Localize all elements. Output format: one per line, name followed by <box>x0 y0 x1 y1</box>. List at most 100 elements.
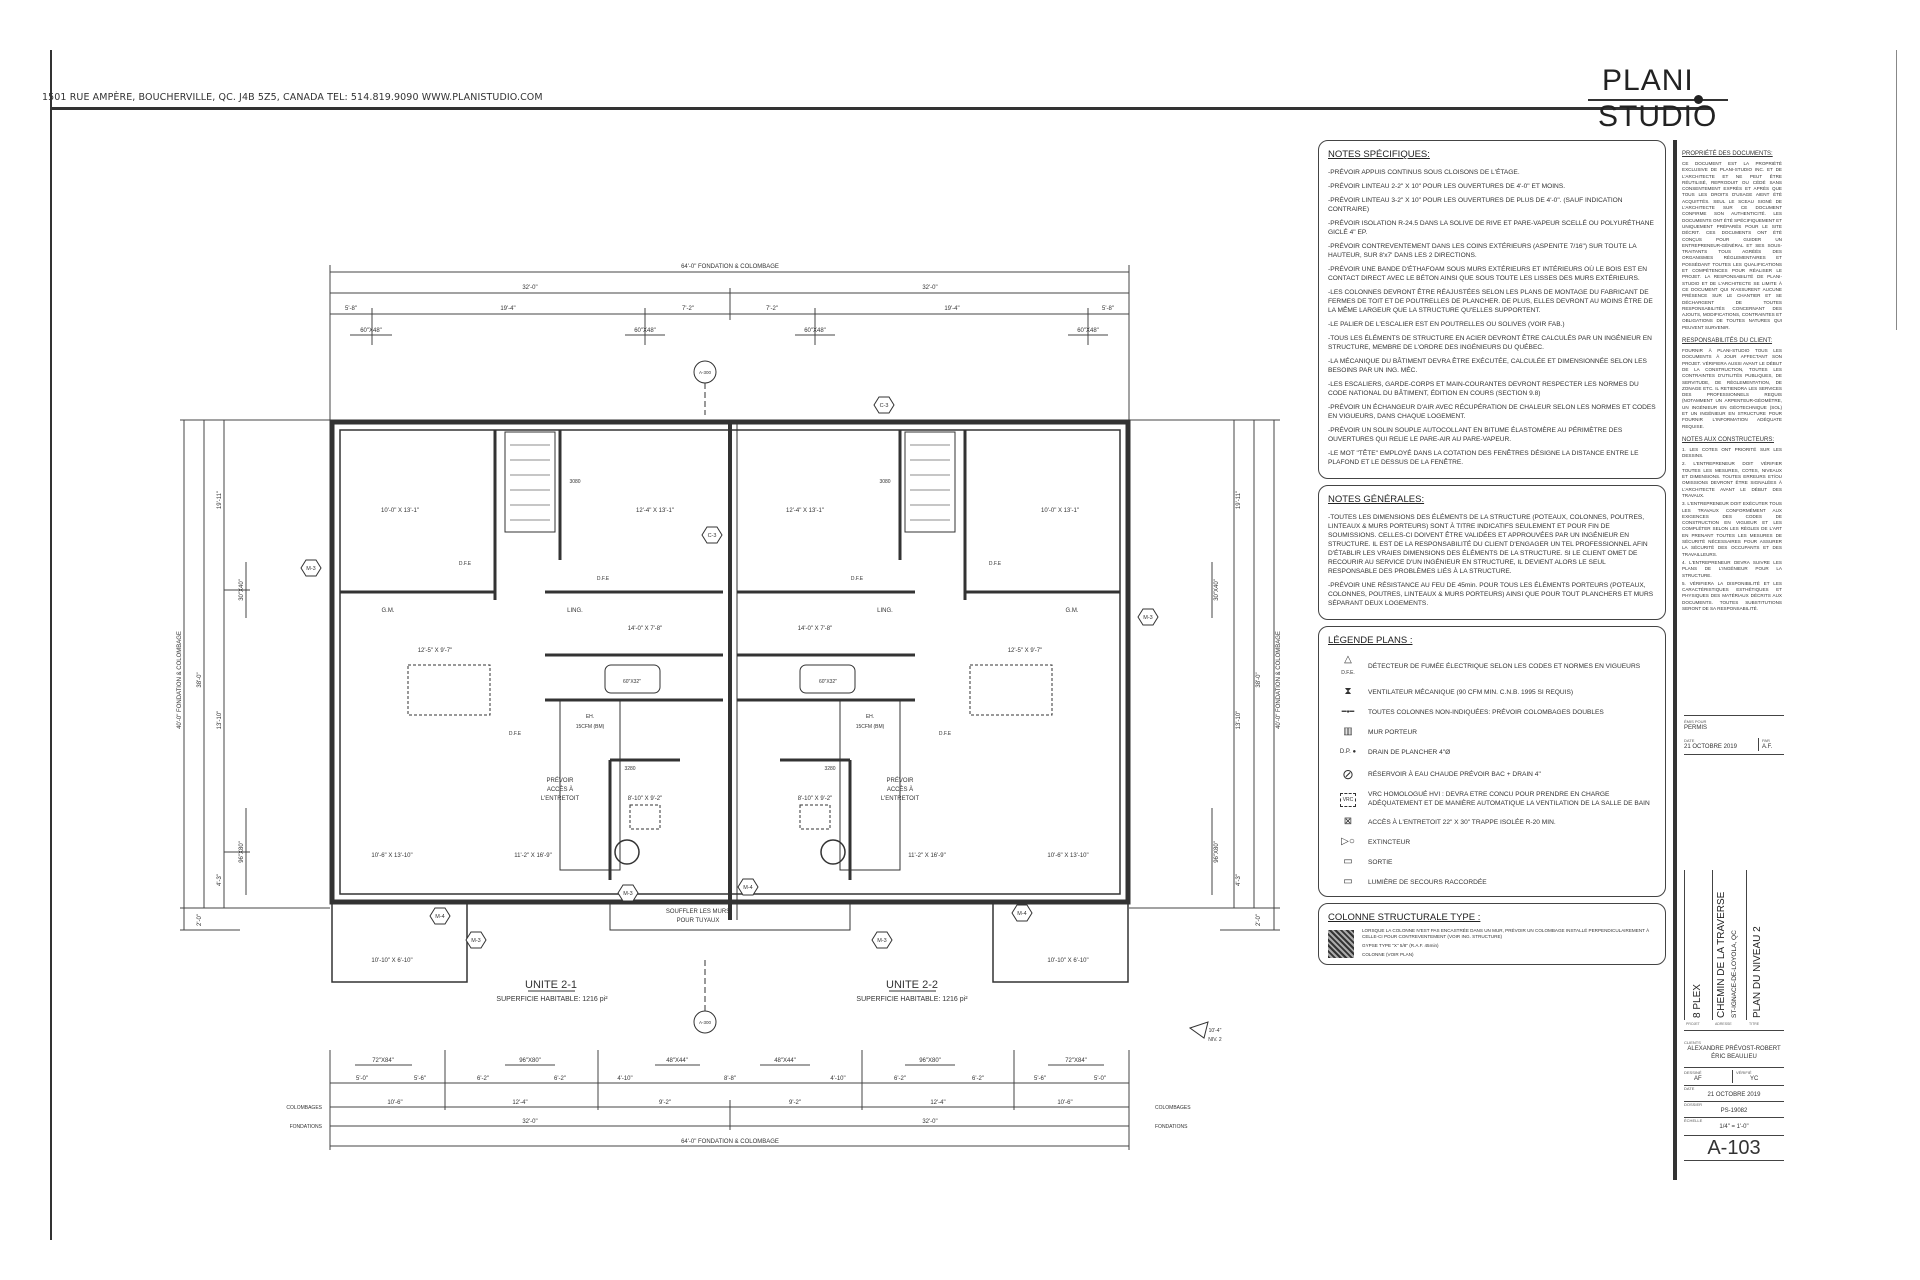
dim-top-window: 60"X48" <box>1077 328 1099 334</box>
water-heater-icon: ⊘ <box>1342 766 1354 782</box>
colonne-structurale-panel: COLONNE STRUCTURALE TYPE : LORSQUE LA CO… <box>1318 903 1666 965</box>
extinguisher-icon: ▷○ <box>1341 836 1355 847</box>
project-vertical-block: 8 PLEX CHEMIN DE LA TRAVERSE ST-IGNACE-D… <box>1684 870 1784 1032</box>
legend-item: ▥MUR PORTEUR <box>1328 726 1656 738</box>
verifie-value: YC <box>1750 1076 1759 1082</box>
dim-colombage: 10'-6" <box>1057 1100 1072 1106</box>
legend-title: LÉGENDE PLANS : <box>1328 635 1413 646</box>
dim-side-seg-right: 13'-10" <box>1236 711 1242 730</box>
note-item: -LES COLONNES DEVRONT ÊTRE RÉAJUSTÉES SE… <box>1328 289 1653 314</box>
emis-value: PERMIS <box>1684 725 1708 731</box>
dim-bottom-seg: 4'-10" <box>830 1076 845 1082</box>
dim-side-main-right: 38'-0" <box>1256 672 1262 687</box>
dim-top-seg: 19'-4" <box>500 306 515 312</box>
svg-text:C-3: C-3 <box>880 403 889 409</box>
dim-side-seg: 19'-11" <box>217 491 223 509</box>
dim-colombage: 12'-4" <box>512 1100 527 1106</box>
legend-item: ⧗VENTILATEUR MÉCANIQUE (90 CFM MIN. C.N.… <box>1328 686 1656 698</box>
room-dim: 10'-6" X 13'-10" <box>1047 853 1088 859</box>
dim-bottom-seg: 5'-0" <box>356 1076 368 1082</box>
level-name: NIV. 2 <box>1208 1037 1222 1043</box>
clients-label: CLIENTS <box>1684 1040 1701 1045</box>
dim-bottom-seg: 5'-6" <box>414 1076 426 1082</box>
notes-generales-title: NOTES GÉNÉRALES: <box>1328 494 1425 505</box>
row-label-fondations-right: FONDATIONS <box>1155 1124 1188 1130</box>
wall-tag: M-4 <box>1011 904 1033 922</box>
row-label-colombages: COLOMBAGES <box>286 1105 322 1111</box>
label-gm: G.M. <box>1066 608 1079 614</box>
legend-panel: LÉGENDE PLANS : △D.F.E.DÉTECTEUR DE FUMÉ… <box>1318 626 1666 897</box>
room-dim: 8'-10" X 9'-2" <box>798 796 833 802</box>
date2-label: DATE <box>1684 1086 1695 1091</box>
dim-top-seg: 7'-2" <box>682 306 694 312</box>
room-dim: 10'-10" X 6'-10" <box>1047 958 1088 964</box>
dim-top-half-left: 32'-0" <box>522 285 537 291</box>
propriete-text: CE DOCUMENT EST LA PROPRIÉTÉ EXCLUSIVE D… <box>1682 161 1782 330</box>
attic-note: ACCÈS À <box>887 786 913 793</box>
note-item: -LES ESCALIERS, GARDE-CORPS ET MAIN-COUR… <box>1328 381 1639 397</box>
room-dim: 12'-4" X 13'-1" <box>786 508 824 514</box>
wall-tag: M-3 <box>1137 608 1159 626</box>
label-dfe: D.F.E <box>851 576 864 582</box>
column-section-icon <box>1328 930 1354 958</box>
dim-side-seg: 4'-3" <box>217 874 223 886</box>
svg-text:M-4: M-4 <box>743 885 752 891</box>
smoke-detector-icon: △D.F.E. <box>1341 654 1355 676</box>
svg-text:C-3: C-3 <box>708 533 717 539</box>
note-item: -PRÉVOIR CONTREVENTEMENT DANS LES COINS … <box>1328 243 1637 259</box>
dim-side-window: 30"X40" <box>239 579 245 601</box>
svg-text:M-3: M-3 <box>471 938 480 944</box>
wall-tag: M-3 <box>300 559 322 577</box>
dim-side-seg: 13'-10" <box>217 711 223 730</box>
section-marker-label: A-300 <box>699 1020 712 1025</box>
dim-side-window-right: 96"X80" <box>1214 841 1220 863</box>
sheet-right-border <box>1896 50 1897 330</box>
label-tub: 60"X32" <box>623 679 641 685</box>
svg-text:M-3: M-3 <box>1143 615 1152 621</box>
emis-label: ÉMIS POUR <box>1684 719 1707 724</box>
column-icon: ━▪━ <box>1341 707 1355 716</box>
wall-tag: C-3 <box>873 396 895 414</box>
room-dim: 12'-5" X 9'-7" <box>418 648 453 654</box>
dim-side-window: 96"X80" <box>239 841 245 863</box>
label-tub: 60"X32" <box>819 679 837 685</box>
wall-tag: M-3 <box>617 884 639 902</box>
dim-bottom-overall: 64'-0" FONDATION & COLOMBAGE <box>681 1139 779 1145</box>
dim-side-overall-right: 40'-0" FONDATION & COLOMBAGE <box>1276 631 1282 729</box>
constructeurs-item: 5. VÉRIFIERA LA DISPONIBILITÉ ET LES CAR… <box>1682 580 1782 611</box>
note-item: -PRÉVOIR APPUIS CONTINUS SOUS CLOISONS D… <box>1328 169 1520 176</box>
dim-colombage: 10'-6" <box>387 1100 402 1106</box>
label-dfe: D.F.E <box>509 731 522 737</box>
title-block-lower: CLIENTS ALEXANDRE PRÉVOST-ROBERT ÉRIC BE… <box>1684 1040 1784 1161</box>
unit-title-2-1: UNITE 2-1 <box>525 979 577 991</box>
logo-line-2: STUDIO <box>1598 100 1718 133</box>
label-door: 3080 <box>879 479 890 485</box>
blow-walls-note: SOUFFLER LES MURS <box>666 909 730 915</box>
exit-icon: ▭ <box>1343 856 1353 867</box>
dim-bottom-window: 72"X84" <box>372 1058 394 1064</box>
dim-bottom-seg: 8'-8" <box>724 1076 736 1082</box>
notes-specifiques-title: NOTES SPÉCIFIQUES: <box>1328 149 1430 160</box>
dim-colombage: 9'-2" <box>789 1100 801 1106</box>
emergency-light-icon: ▭ <box>1343 876 1353 887</box>
legend-item: △D.F.E.DÉTECTEUR DE FUMÉE ÉLECTRIQUE SEL… <box>1328 654 1656 678</box>
note-item: -LA MÉCANIQUE DU BÂTIMENT DEVRA ÊTRE EXÉ… <box>1328 358 1647 374</box>
dim-bottom-seg: 6'-2" <box>894 1076 906 1082</box>
dessine-label: DESSINÉ <box>1684 1070 1702 1075</box>
colonne-note: LORSQUE LA COLONNE N'EST PAS ENCASTRÉE D… <box>1362 928 1650 939</box>
note-item: -TOUS LES ÉLÉMENTS DE STRUCTURE EN ACIER… <box>1328 335 1652 351</box>
responsabilites-text: FOURNIR À PLANI-STUDIO TOUS LES DOCUMENT… <box>1682 348 1782 429</box>
dim-side-seg-right: 19'-11" <box>1236 491 1242 509</box>
room-dim: 11'-2" X 16'-9" <box>514 853 551 859</box>
label-eh: EH. <box>866 714 874 720</box>
label-cfm: 15CFM (BM) <box>576 724 605 730</box>
notes-generales-panel: NOTES GÉNÉRALES: -TOUTES LES DIMENSIONS … <box>1318 485 1666 620</box>
note-item: -PRÉVOIR LINTEAU 2-2" X 10" POUR LES OUV… <box>1328 183 1566 190</box>
attic-note: L'ENTRETOIT <box>541 796 580 802</box>
floor-drain-icon: D.P. ● <box>1339 749 1357 755</box>
wall-tag: M-3 <box>465 931 487 949</box>
building-walls <box>329 419 1131 983</box>
attic-access-icon: ⊠ <box>1343 816 1353 827</box>
